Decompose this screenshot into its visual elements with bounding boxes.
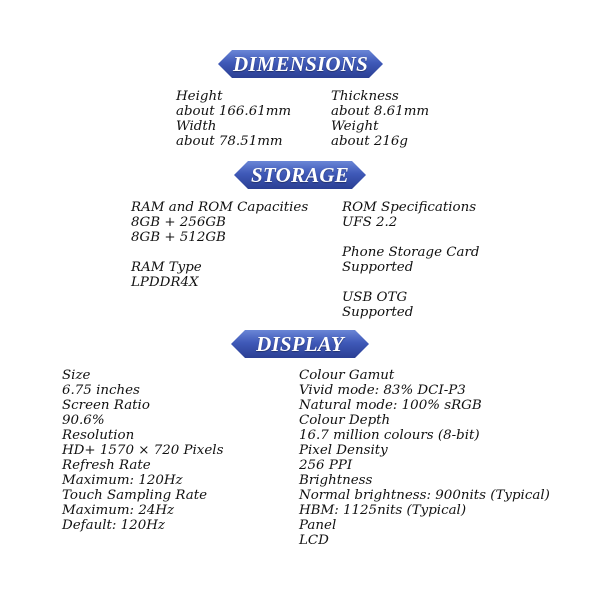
- spec-label: Thickness: [331, 89, 399, 104]
- spec-value: HD+ 1570 × 720 Pixels: [62, 443, 224, 458]
- spec-value: 16.7 million colours (8-bit): [299, 428, 480, 443]
- display-title: DISPLAY: [256, 331, 344, 356]
- spec-value: Default: 120Hz: [62, 518, 165, 533]
- spec-label: Phone Storage Card: [342, 245, 480, 260]
- spec-label: Pixel Density: [299, 443, 388, 458]
- spec-label: Weight: [331, 119, 379, 134]
- storage-right-column: ROM Specifications UFS 2.2 Phone Storage…: [342, 200, 479, 320]
- dimensions-banner: DIMENSIONS: [218, 50, 383, 78]
- spec-label: Touch Sampling Rate: [62, 488, 208, 503]
- spec-value: Maximum: 24Hz: [62, 503, 175, 518]
- spec-value: Supported: [342, 305, 414, 320]
- storage-banner: STORAGE: [234, 161, 366, 189]
- spec-value: Maximum: 120Hz: [62, 473, 183, 488]
- spec-label: Panel: [299, 518, 337, 533]
- spec-value: 8GB + 256GB: [131, 215, 226, 230]
- spec-value: 8GB + 512GB: [131, 230, 226, 245]
- spec-label: Width: [176, 119, 217, 134]
- spec-label: Resolution: [62, 428, 135, 443]
- spec-value: about 78.51mm: [176, 134, 283, 149]
- spec-value: Vivid mode: 83% DCI-P3: [299, 383, 466, 398]
- spec-label: Size: [62, 368, 91, 383]
- spec-value: about 166.61mm: [176, 104, 292, 119]
- spec-value: LCD: [299, 533, 329, 548]
- display-left-column: Size 6.75 inches Screen Ratio 90.6% Reso…: [62, 368, 223, 533]
- display-banner: DISPLAY: [231, 330, 369, 358]
- spec-label: USB OTG: [342, 290, 408, 305]
- spec-label: RAM Type: [131, 260, 202, 275]
- spec-value: Supported: [342, 260, 414, 275]
- spec-label: Refresh Rate: [62, 458, 151, 473]
- spacer: [342, 230, 479, 245]
- spec-value: UFS 2.2: [342, 215, 398, 230]
- spec-value: LPDDR4X: [131, 275, 199, 290]
- spec-label: RAM and ROM Capacities: [131, 200, 309, 215]
- spec-label: Colour Depth: [299, 413, 391, 428]
- spec-value: 90.6%: [62, 413, 105, 428]
- spec-label: Height: [176, 89, 223, 104]
- dimensions-title: DIMENSIONS: [232, 51, 369, 76]
- spec-value: Normal brightness: 900nits (Typical): [299, 488, 550, 503]
- spec-value: Natural mode: 100% sRGB: [299, 398, 482, 413]
- storage-left-column: RAM and ROM Capacities 8GB + 256GB 8GB +…: [131, 200, 308, 290]
- spec-value: about 216g: [331, 134, 409, 149]
- spec-value: 6.75 inches: [62, 383, 140, 398]
- spec-label: Brightness: [299, 473, 373, 488]
- spec-value: HBM: 1125nits (Typical): [299, 503, 467, 518]
- dimensions-right-column: Thickness about 8.61mm Weight about 216g: [331, 89, 429, 149]
- display-right-column: Colour Gamut Vivid mode: 83% DCI-P3 Natu…: [299, 368, 550, 548]
- dimensions-left-column: Height about 166.61mm Width about 78.51m…: [176, 89, 291, 149]
- spec-label: ROM Specifications: [342, 200, 477, 215]
- spec-value: 256 PPI: [299, 458, 353, 473]
- spacer: [342, 275, 479, 290]
- spec-value: about 8.61mm: [331, 104, 430, 119]
- spec-label: Screen Ratio: [62, 398, 150, 413]
- storage-title: STORAGE: [251, 162, 349, 187]
- spacer: [131, 245, 308, 260]
- spec-label: Colour Gamut: [299, 368, 395, 383]
